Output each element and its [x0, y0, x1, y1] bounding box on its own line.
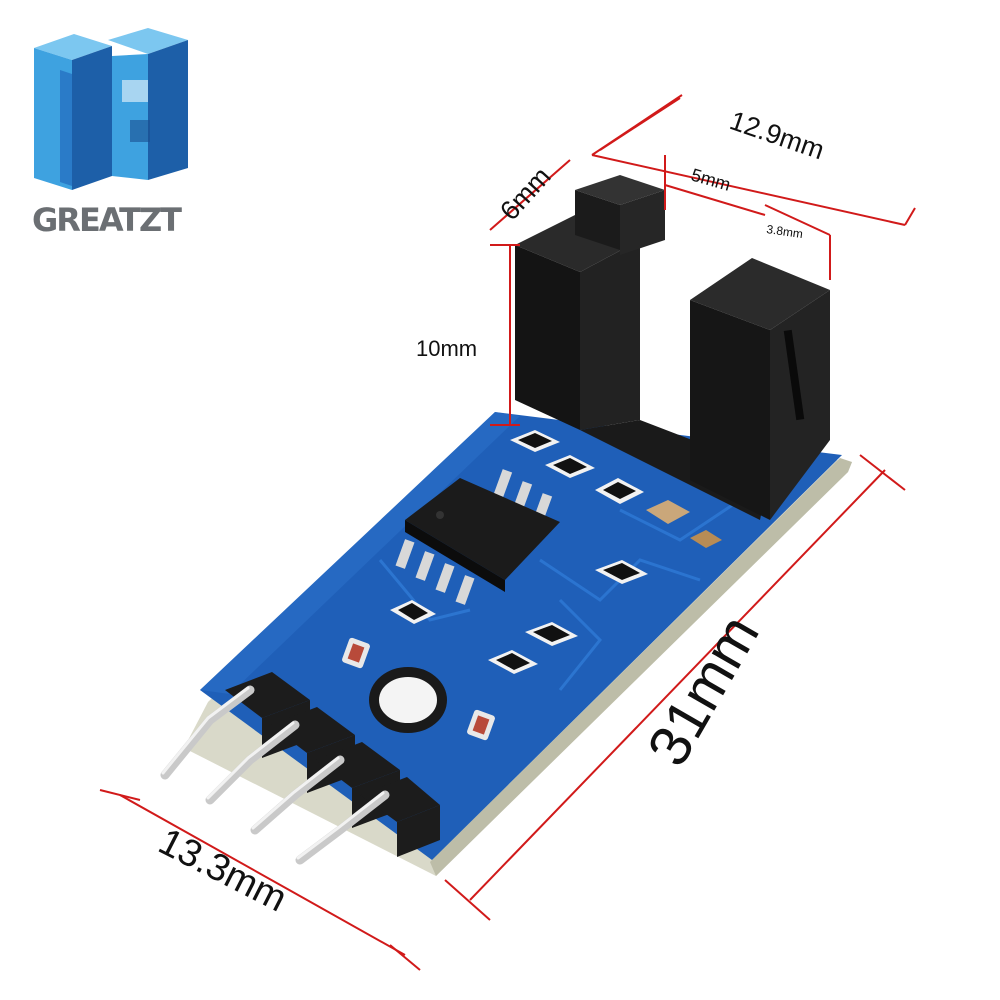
speed-sensor-module — [160, 175, 852, 876]
dim-top-width: 12.9mm — [726, 105, 828, 165]
slot-sensor — [515, 175, 830, 520]
dim-height: 10mm — [416, 336, 477, 361]
header-pin-icon — [160, 672, 440, 865]
dim-slot-depth: 6mm — [494, 161, 556, 226]
dimension-lines — [99, 94, 916, 971]
mounting-hole — [369, 667, 447, 733]
greatzt-logo-icon — [34, 28, 188, 190]
brand-name: GREATZT — [32, 201, 182, 239]
dim-width: 13.3mm — [152, 821, 293, 921]
ic-chip-icon — [395, 469, 560, 605]
dim-slot-gap: 5mm — [689, 165, 733, 195]
pcb-traces — [378, 498, 741, 691]
resistor-icon — [390, 430, 722, 674]
led-icon — [342, 637, 495, 741]
brand-logo: GREATZT — [32, 28, 188, 239]
dim-arm-width: 3.8mm — [766, 222, 804, 241]
